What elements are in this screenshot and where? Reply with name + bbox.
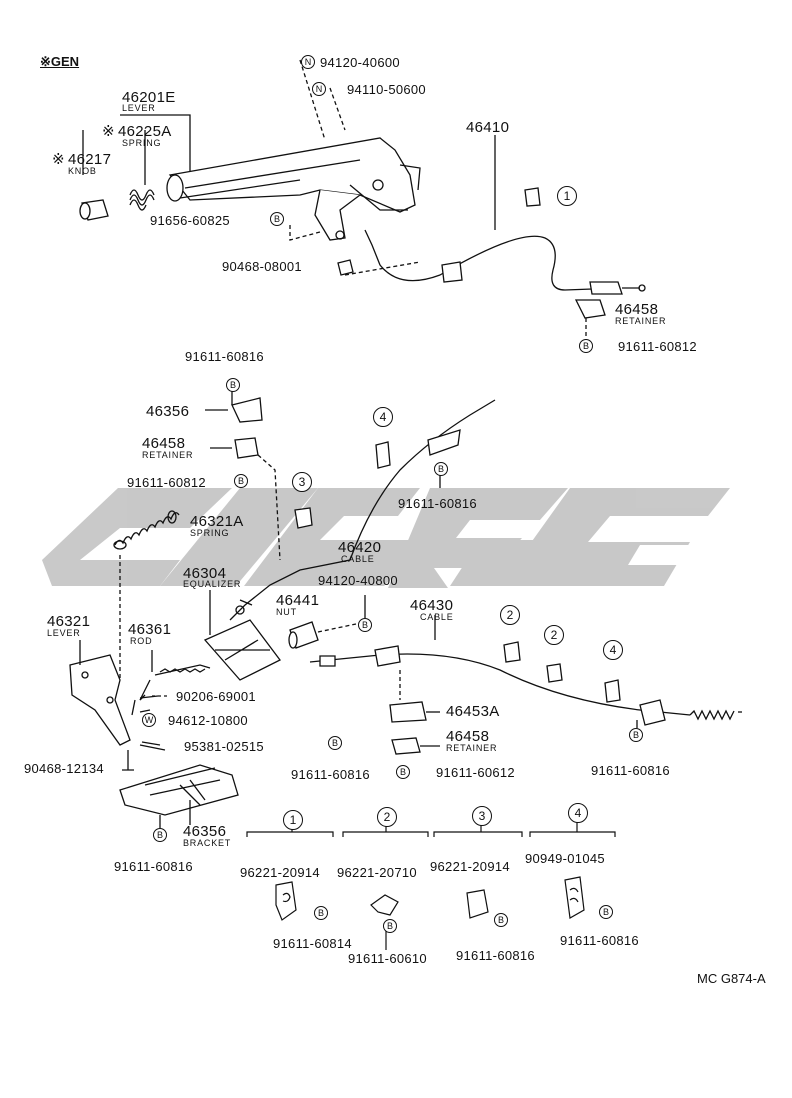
legend-section	[246, 815, 616, 950]
part-number: 46304	[183, 565, 227, 582]
part-number: 46441	[276, 592, 320, 609]
part-name: RETAINER	[142, 450, 194, 460]
part-name: CABLE	[341, 554, 375, 564]
part-number: 46217	[68, 151, 112, 168]
legend-ref-circle: 3	[472, 806, 492, 826]
part-number: 91611-60612	[436, 765, 515, 780]
b-mark-icon: B	[234, 474, 248, 488]
clamp-ref-circle: 3	[292, 472, 312, 492]
part-number: 46321	[47, 613, 91, 630]
part-name: SPRING	[122, 138, 162, 148]
part-number: 46410	[466, 119, 510, 136]
part-number: 46430	[410, 597, 454, 614]
part-name: ROD	[130, 636, 153, 646]
legend-part-number: 96221-20914	[240, 865, 320, 880]
legend-bolt-number: 91611-60816	[456, 948, 535, 963]
part-name: KNOB	[68, 166, 97, 176]
clamp-ref-circle: 4	[373, 407, 393, 427]
part-number: 91611-60812	[127, 475, 206, 490]
asterisk-icon: ※	[102, 123, 115, 140]
b-mark-icon: B	[226, 378, 240, 392]
b-mark-icon: B	[358, 618, 372, 632]
legend-part-number: 96221-20710	[337, 865, 417, 880]
gen-header: ※GEN	[40, 54, 80, 69]
part-number: 94120-40800	[318, 573, 398, 588]
part-number: 46361	[128, 621, 172, 638]
part-number: 90206-69001	[176, 689, 256, 704]
b-mark-icon: B	[629, 728, 643, 742]
legend-part-number: 96221-20914	[430, 859, 510, 874]
part-number: 90468-08001	[222, 259, 302, 274]
b-mark-icon: B	[383, 919, 397, 933]
part-number: 46356	[183, 823, 227, 840]
asterisk-icon: ※	[52, 151, 65, 168]
b-mark-icon: B	[396, 765, 410, 779]
right-assembly	[309, 615, 742, 755]
b-mark-icon: B	[270, 212, 284, 226]
part-number: 46201E	[122, 89, 176, 106]
b-mark-icon: B	[434, 462, 448, 476]
clamp-ref-circle: 1	[557, 186, 577, 206]
legend-bolt-number: 91611-60814	[273, 936, 352, 951]
part-number: 46458	[615, 301, 659, 318]
w-mark-icon: W	[142, 713, 156, 727]
middle-assembly	[69, 390, 496, 828]
part-number: 91611-60816	[398, 496, 477, 511]
b-mark-icon: B	[494, 913, 508, 927]
part-name: NUT	[276, 607, 297, 617]
part-number: 91611-60812	[618, 339, 697, 354]
legend-ref-circle: 1	[283, 810, 303, 830]
legend-part-number: 90949-01045	[525, 851, 605, 866]
part-number: 94612-10800	[168, 713, 248, 728]
b-mark-icon: B	[579, 339, 593, 353]
part-name: SPRING	[190, 528, 230, 538]
watermark-logo	[42, 488, 730, 588]
part-number: 91611-60816	[291, 767, 370, 782]
upper-assembly	[79, 59, 646, 340]
part-name: RETAINER	[446, 743, 498, 753]
part-name: LEVER	[122, 103, 156, 113]
part-number: 90468-12134	[24, 761, 104, 776]
b-mark-icon: B	[314, 906, 328, 920]
part-name: CABLE	[420, 612, 454, 622]
legend-ref-circle: 2	[377, 807, 397, 827]
part-name: EQUALIZER	[183, 579, 242, 589]
part-number: 46453A	[446, 703, 500, 720]
b-mark-icon: B	[328, 736, 342, 750]
b-mark-icon: B	[153, 828, 167, 842]
part-name: RETAINER	[615, 316, 667, 326]
part-number: 46321A	[190, 513, 244, 530]
part-number: 94110-50600	[347, 82, 426, 97]
b-mark-icon: B	[599, 905, 613, 919]
n-mark-icon: N	[312, 82, 326, 96]
clamp-ref-circle: 4	[603, 640, 623, 660]
n-mark-icon: N	[301, 55, 315, 69]
part-number: 46225A	[118, 123, 172, 140]
part-number: 91656-60825	[150, 213, 230, 228]
part-name: LEVER	[47, 628, 81, 638]
part-number: 46458	[446, 728, 490, 745]
clamp-ref-circle: 2	[500, 605, 520, 625]
part-number: 94120-40600	[320, 55, 400, 70]
part-number: 46420	[338, 539, 382, 556]
part-number: 46356	[146, 403, 190, 420]
legend-bolt-number: 91611-60816	[560, 933, 639, 948]
part-number: 91611-60816	[114, 859, 193, 874]
part-number: 91611-60816	[185, 349, 264, 364]
diagram-ref-code: MC G874-A	[697, 971, 766, 986]
part-number: 46458	[142, 435, 186, 452]
legend-ref-circle: 4	[568, 803, 588, 823]
clamp-ref-circle: 2	[544, 625, 564, 645]
legend-bolt-number: 91611-60610	[348, 951, 427, 966]
part-name: BRACKET	[183, 838, 232, 848]
part-number: 91611-60816	[591, 763, 670, 778]
part-number: 95381-02515	[184, 739, 264, 754]
